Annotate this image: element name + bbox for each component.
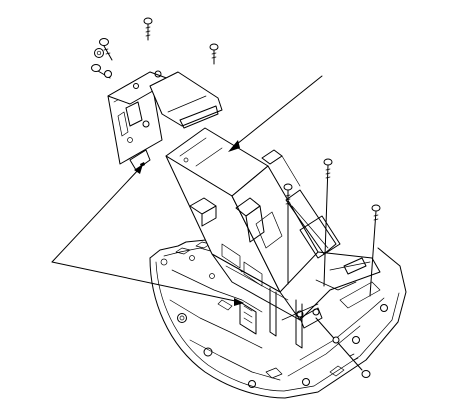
- callout-leaders: [51, 75, 323, 306]
- screw-left-upper: [99, 38, 113, 61]
- washer-left-1: [94, 48, 104, 58]
- mounting-screws: [91, 17, 381, 378]
- washer-left-2: [104, 70, 112, 78]
- lower-housing: [149, 239, 407, 399]
- main-unit-module: [165, 127, 381, 349]
- screw-top-center: [143, 17, 153, 41]
- screw-right-1: [283, 183, 293, 285]
- screw-bottom-right: [315, 317, 371, 378]
- screw-right-3: [369, 204, 381, 297]
- upper-bracket: [107, 70, 223, 171]
- screw-top-right: [209, 43, 219, 65]
- screw-right-2: [323, 158, 333, 287]
